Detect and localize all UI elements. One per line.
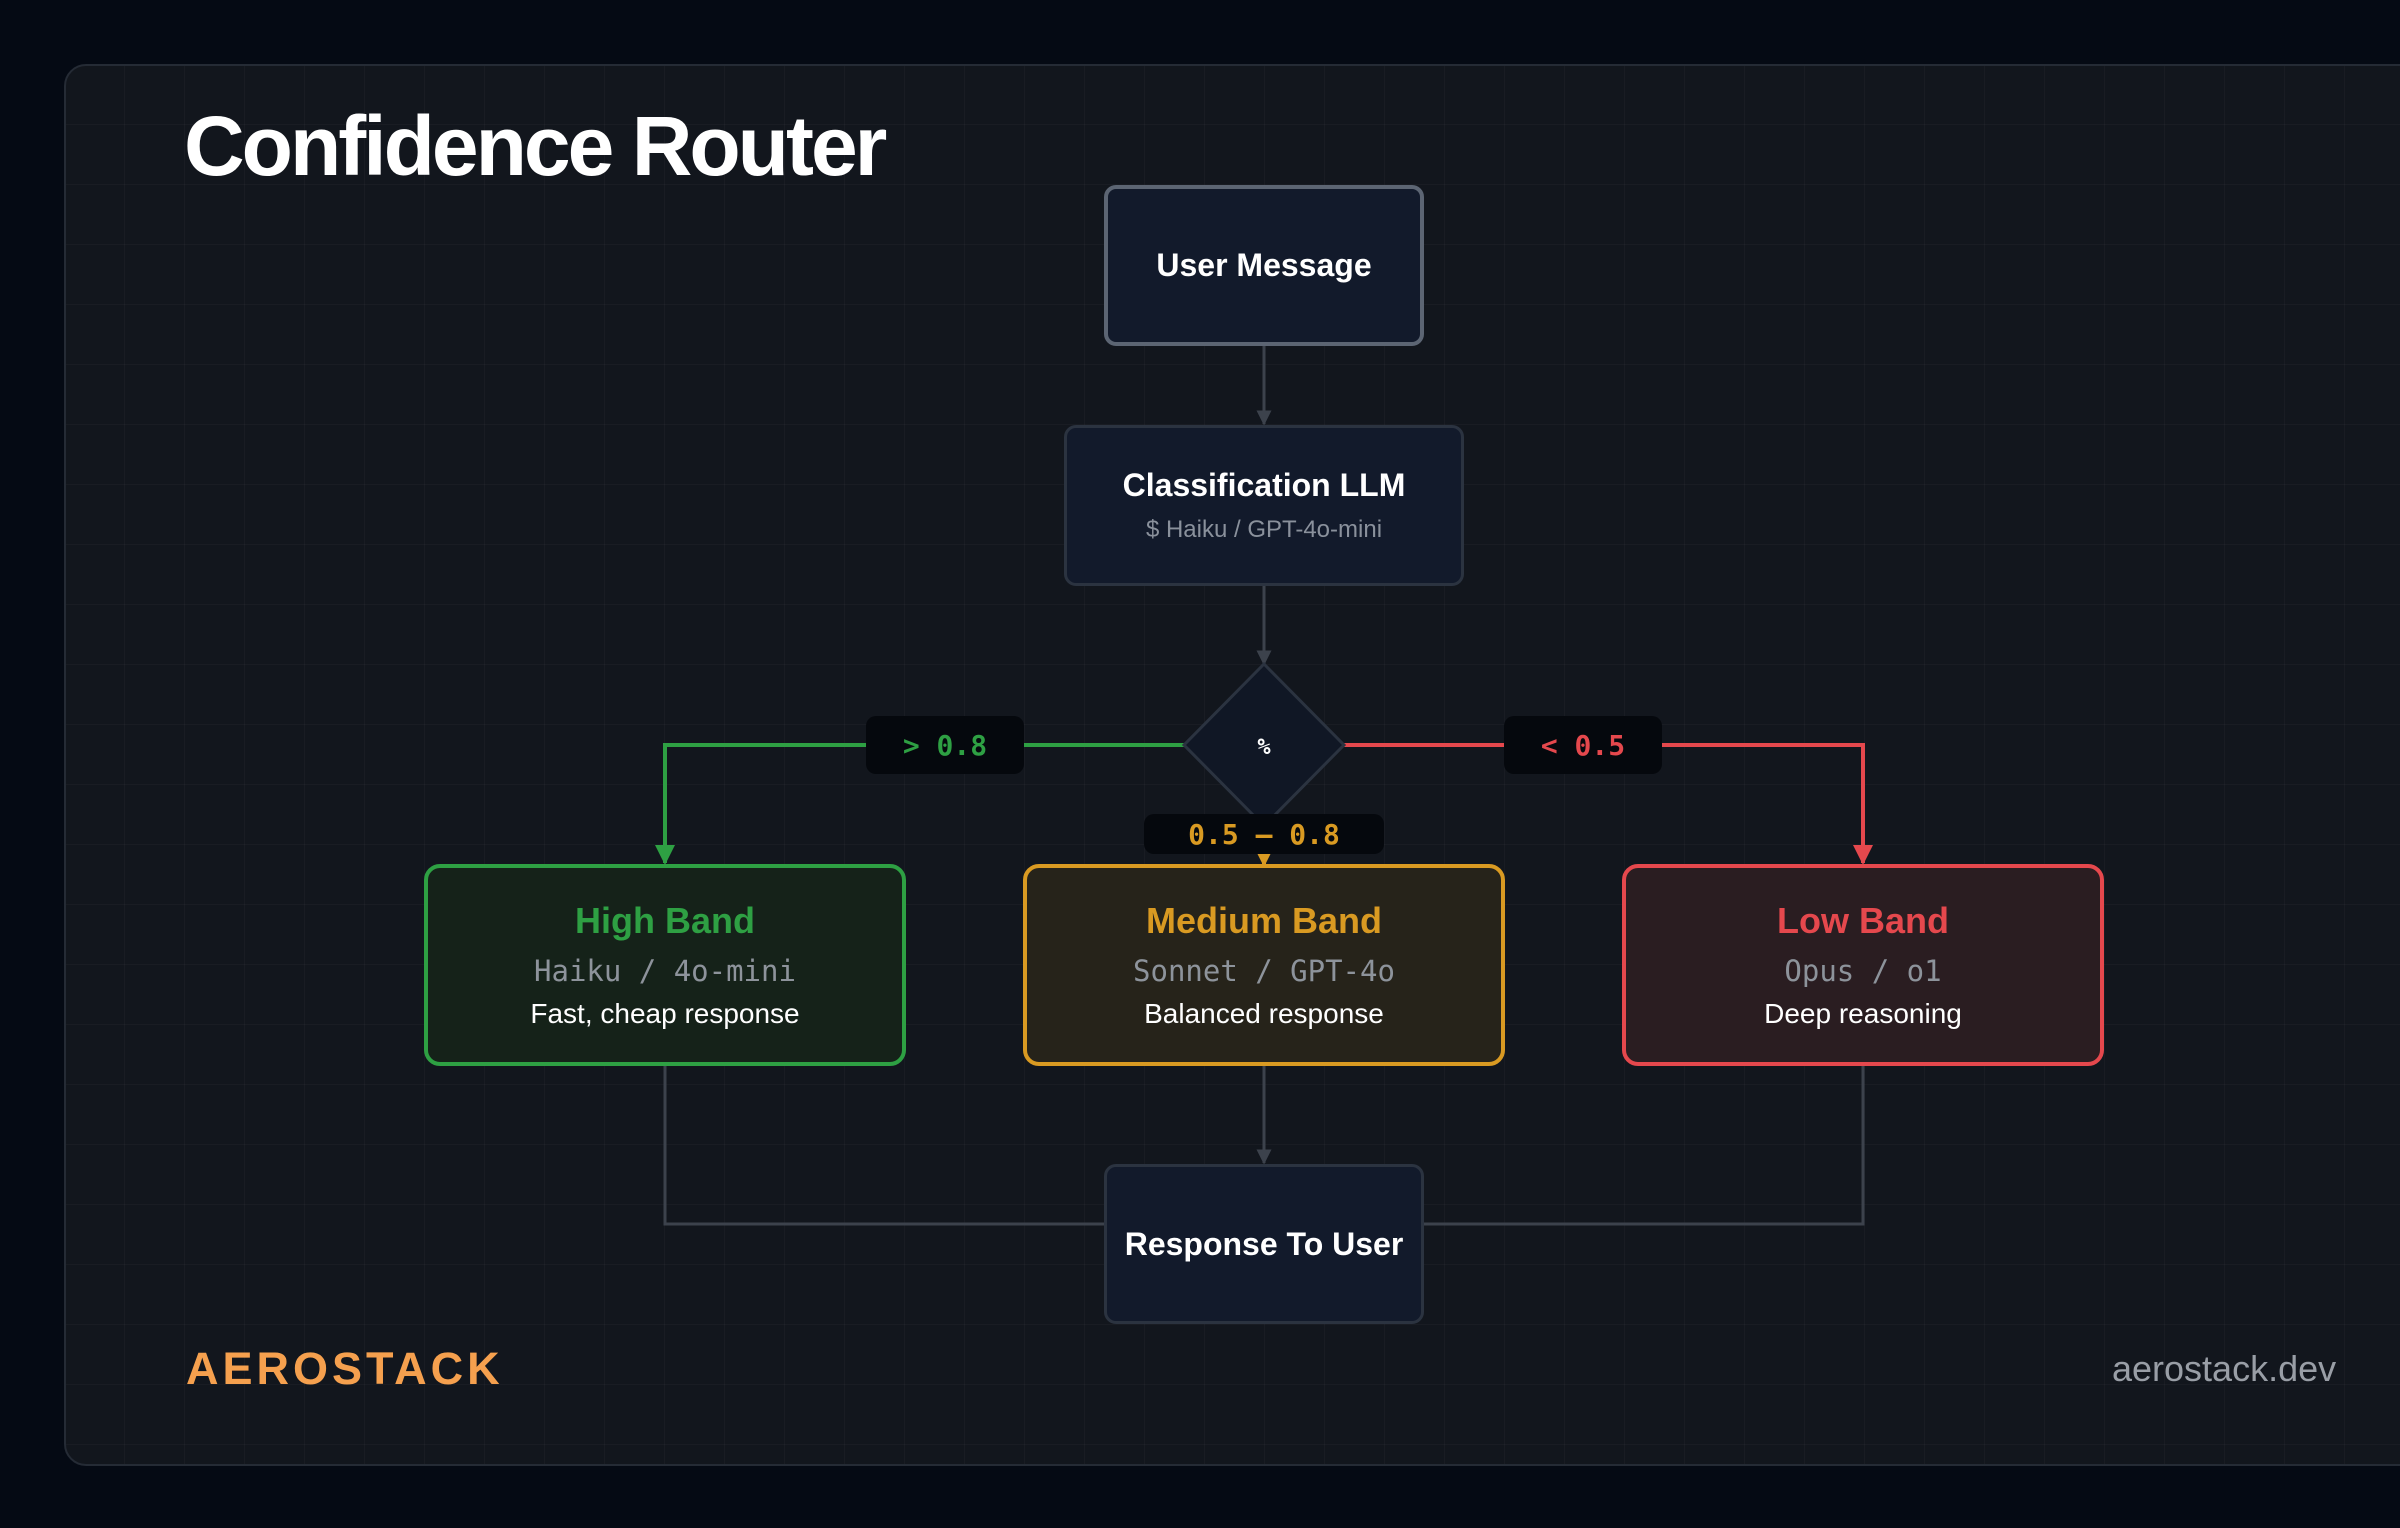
band-high-name: High Band: [575, 900, 755, 941]
band-high: High Band Haiku / 4o-mini Fast, cheap re…: [424, 864, 906, 1066]
node-response-label: Response To User: [1124, 1225, 1404, 1262]
node-classifier: Classification LLM $ Haiku / GPT-4o-mini: [1064, 425, 1464, 586]
band-low-desc: Deep reasoning: [1764, 998, 1962, 1029]
band-medium: Medium Band Sonnet / GPT-4o Balanced res…: [1023, 864, 1505, 1066]
threshold-medium-label: 0.5 – 0.8: [1144, 814, 1384, 854]
band-medium-models: Sonnet / GPT-4o: [1133, 954, 1395, 988]
edge-low-to-response: [1424, 1066, 1865, 1226]
threshold-high-label: > 0.8: [866, 716, 1024, 774]
band-low-models: Opus / o1: [1784, 954, 1942, 988]
band-high-desc: Fast, cheap response: [530, 998, 800, 1029]
node-classifier-sublabel: $ Haiku / GPT-4o-mini: [1145, 516, 1383, 543]
page-title: Confidence Router: [184, 99, 887, 193]
band-high-models: Haiku / 4o-mini: [534, 954, 796, 988]
band-medium-name: Medium Band: [1145, 900, 1382, 941]
band-low: Low Band Opus / o1 Deep reasoning: [1622, 864, 2104, 1066]
threshold-low-label: < 0.5: [1504, 716, 1662, 774]
node-user-message: User Message: [1104, 185, 1424, 346]
node-response: Response To User: [1104, 1164, 1424, 1324]
brand-site: aerostack.dev: [2112, 1348, 2337, 1389]
band-medium-desc: Balanced response: [1144, 998, 1384, 1029]
node-user-message-label: User Message: [1156, 247, 1372, 283]
edge-high-to-response: [663, 1066, 1105, 1226]
node-classifier-label: Classification LLM: [1122, 467, 1406, 503]
band-low-name: Low Band: [1777, 900, 1949, 941]
brand-logo: AEROSTACK: [186, 1343, 504, 1394]
decision-symbol: %: [1257, 735, 1271, 760]
